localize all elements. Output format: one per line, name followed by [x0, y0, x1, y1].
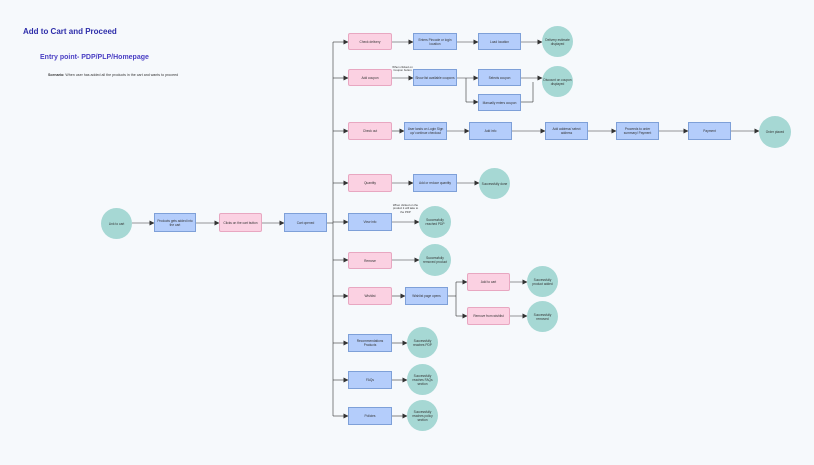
delivery-estimate-end: Delivery estimate displayed: [542, 26, 573, 57]
wishlist-remove: Remove from wishlist: [467, 307, 510, 325]
policies-option: Policies: [348, 407, 392, 425]
wishlist-added-end: Successfully product added: [527, 266, 558, 297]
add-coupon-option: Add coupon: [348, 69, 392, 86]
check-out-option: Check out: [348, 122, 392, 140]
faqs-end: Successfully reaches FAQs section: [407, 364, 438, 395]
page-title: Add to Cart and Proceed: [23, 27, 117, 36]
clicks-cart-step: Clicks on the cart button: [219, 213, 262, 232]
quantity-done-end: Successfully done: [479, 168, 510, 199]
faqs-option: FAQs: [348, 371, 392, 389]
cart-opened-step: Cart opened: [284, 213, 327, 232]
reached-pdp-end: Successfully reached PDP: [419, 206, 451, 238]
policies-end: Successfully reaches policy section: [407, 400, 438, 431]
order-summary-step: Proceeds to order summary/ Payment: [616, 122, 659, 140]
coupon-list-step: Show list available coupons: [413, 69, 457, 86]
wishlist-removed-end: Successfully removed: [527, 301, 558, 332]
recommendations-end: Successfully reaches PDP: [407, 327, 438, 358]
manual-coupon-step: Manually enters coupon: [478, 94, 521, 111]
scenario-text: Scenario: When user has added all the pr…: [48, 73, 178, 77]
start-node: Link to cart: [101, 208, 132, 239]
payment-step: Payment: [688, 122, 731, 140]
quantity-option: Quantity: [348, 174, 392, 192]
order-placed-end: Order placed: [759, 116, 791, 148]
add-coupon-note: When clicked on Coupon button: [392, 65, 413, 73]
scenario-label: Scenario:: [48, 73, 65, 77]
removed-product-end: Successfully removed product: [419, 244, 451, 276]
view-info-option: View info: [348, 213, 392, 231]
load-location-step: Load location: [478, 33, 521, 50]
wishlist-add-to-cart: Add to cart: [467, 273, 510, 291]
recommendations-option: Recommendations Products: [348, 334, 392, 352]
view-info-note: When clicked on the product it will take…: [392, 203, 419, 214]
coupon-discount-end: Discount on coupon displayed: [542, 66, 573, 97]
check-delivery-option: Check delivery: [348, 33, 392, 50]
scenario-description: When user has added all the products in …: [65, 73, 179, 77]
add-info-step: Add info: [469, 122, 512, 140]
select-coupon-step: Selects coupon: [478, 69, 521, 86]
remove-option: Remove: [348, 252, 392, 269]
products-added-step: Products gets added into the cart: [154, 213, 196, 232]
enter-pincode-step: Enters Pincode or login location: [413, 33, 457, 50]
address-step: Add address/ select address: [545, 122, 588, 140]
wishlist-page-step: Wishlist page opens: [405, 287, 448, 305]
wishlist-option: Wishlist: [348, 287, 392, 305]
entry-point-heading: Entry point- PDP/PLP/Homepage: [40, 54, 149, 61]
login-signup-step: User lands on Login Sign up/ continue ch…: [404, 122, 447, 140]
adjust-quantity-step: Add or reduce quantity: [413, 174, 457, 192]
